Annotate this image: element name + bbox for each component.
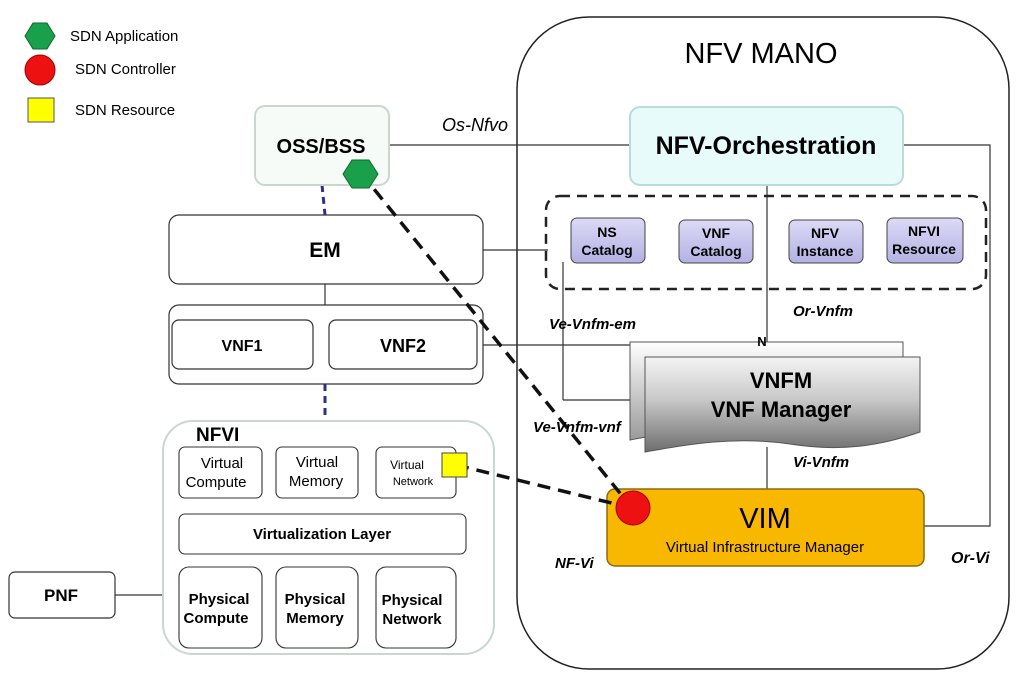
virtual-memory-line1: Virtual	[296, 454, 338, 471]
nf-vi-label: NF-Vi	[555, 555, 594, 572]
vnf2-label: VNF2	[380, 336, 426, 356]
sdn-application-icon	[342, 159, 379, 189]
vim-subtitle: Virtual Infrastructure Manager	[666, 539, 864, 556]
em-box	[168, 214, 484, 285]
virtual-memory-line2: Memory	[289, 473, 344, 490]
nfv-orchestration-label: NFV-Orchestration	[656, 132, 877, 160]
em-label: EM	[309, 239, 341, 262]
or-vnfm-label: Or-Vnfm	[793, 303, 853, 320]
nfvi-resource-box	[886, 217, 964, 264]
nfvi-resource-line1: NFVI	[908, 223, 940, 239]
sdn-resource-legend-icon	[27, 97, 55, 123]
vnf1-box	[171, 319, 314, 370]
oss-bss-label: OSS/BSS	[277, 136, 366, 158]
nfv-instance-line1: NFV	[811, 225, 840, 241]
physical-compute-box	[178, 566, 263, 649]
nfv-mano-container	[516, 16, 1010, 670]
sdn-application-legend-icon	[24, 22, 56, 50]
legend: SDN Application SDN Controller SDN Resou…	[24, 22, 178, 123]
physical-memory-line2: Memory	[286, 610, 344, 627]
pnf-box	[8, 571, 116, 619]
nfv-instance-line2: Instance	[797, 243, 854, 259]
vim-title: VIM	[739, 503, 791, 535]
reference-point-lines	[115, 144, 991, 596]
physical-compute-line2: Compute	[184, 610, 249, 627]
vnfm-stack: N VNFM VNF Manager	[629, 334, 921, 453]
interconnect-dashes	[320, 184, 327, 421]
vnf-catalog-line2: Catalog	[690, 243, 741, 259]
virtualization-layer-box	[178, 513, 467, 555]
catalogs-group	[544, 194, 988, 291]
legend-controller-label: SDN Controller	[75, 61, 176, 78]
ve-vnfm-em-label: Ve-Vnfm-em	[549, 316, 636, 333]
ns-catalog-box	[570, 217, 646, 264]
vim-box	[606, 488, 925, 567]
virtual-compute-line2: Compute	[186, 474, 247, 491]
nfvi-resource-line2: Resource	[892, 241, 956, 257]
sdn-controller-legend-icon	[24, 54, 56, 86]
ve-vnfm-vnf-label: Ve-Vnfm-vnf	[533, 419, 623, 436]
vnfm-front-sheet	[644, 356, 921, 453]
vnf2-box	[328, 319, 478, 370]
legend-resource-label: SDN Resource	[75, 102, 175, 119]
physical-network-box	[375, 566, 457, 649]
sdn-resource-icon	[441, 452, 468, 478]
vnfm-subtitle: VNF Manager	[711, 397, 852, 422]
nfv-orchestration-box	[629, 106, 904, 186]
vnfm-back-stub: N	[757, 334, 766, 349]
physical-network-line1: Physical	[382, 592, 443, 609]
vi-vnfm-label: Vi-Vnfm	[793, 454, 849, 471]
legend-application-label: SDN Application	[70, 28, 178, 45]
sdn-controller-icon	[615, 490, 651, 526]
ns-catalog-line1: NS	[597, 224, 616, 240]
virtual-compute-line1: Virtual	[201, 455, 243, 472]
vnfm-title: VNFM	[750, 368, 812, 393]
nfv-mano-title: NFV MANO	[684, 38, 837, 70]
or-vi-label: Or-Vi	[951, 550, 990, 567]
vnf-catalog-box	[678, 219, 754, 264]
physical-memory-box	[275, 566, 359, 649]
vnf1-label: VNF1	[222, 338, 263, 355]
ns-catalog-line2: Catalog	[581, 242, 632, 258]
virtual-memory-box	[275, 446, 359, 499]
physical-network-line2: Network	[382, 611, 442, 628]
virtualization-layer-label: Virtualization Layer	[253, 526, 391, 543]
virtual-network-line1: Virtual	[390, 458, 424, 472]
sdn-links	[359, 171, 634, 510]
vnf-catalog-line1: VNF	[702, 225, 730, 241]
os-nfvo-label: Os-Nfvo	[442, 115, 508, 135]
nfvi-title: NFVI	[196, 425, 239, 446]
pnf-label: PNF	[44, 586, 78, 605]
interface-labels: Os-Nfvo Or-Vnfm Ve-Vnfm-em Ve-Vnfm-vnf V…	[442, 115, 990, 572]
physical-compute-line1: Physical	[189, 591, 250, 608]
virtual-compute-box	[178, 446, 263, 499]
physical-memory-line1: Physical	[285, 591, 346, 608]
nfv-instance-box	[788, 219, 864, 264]
virtual-network-line2: Network	[393, 476, 434, 488]
